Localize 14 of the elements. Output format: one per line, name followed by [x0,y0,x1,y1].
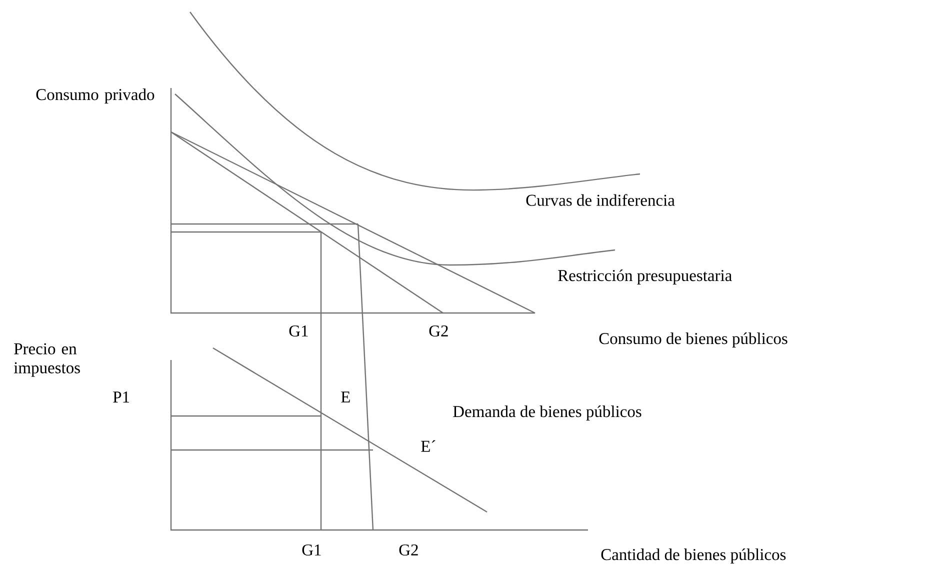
curve-label: Restricción presupuestaria [558,270,732,284]
tick-label: G1 [289,325,308,337]
curve-label: Curvas de indiferencia [526,194,675,206]
axis-label: Cantidad de bienes públicos [601,548,786,564]
tick-label: P1 [113,392,130,402]
axis-label: Consumo privado [36,88,154,104]
tick-label: G2 [429,325,448,337]
curve-label: Demanda de bienes públicos [453,406,642,420]
tick-label: G2 [399,544,418,556]
point-label: E´ [421,440,436,452]
axis-label: Consumo de bienes públicos [599,332,788,348]
axis-label: Precio en impuestos [14,343,80,377]
point-label: E [341,392,350,402]
tick-label: G1 [302,544,321,556]
